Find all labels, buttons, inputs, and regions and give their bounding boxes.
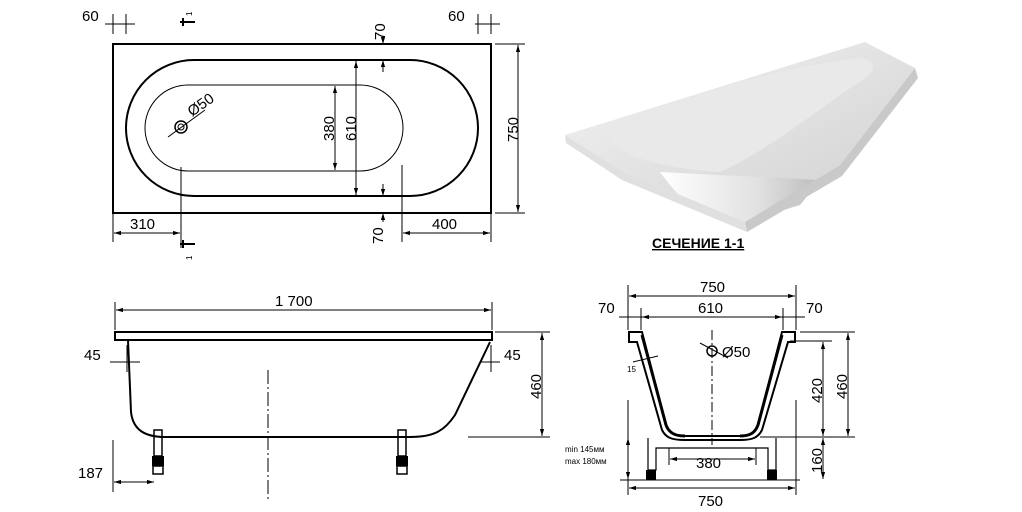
top-view: Ø50 60 60 1 1 70 70 380 610 750 310 400 bbox=[82, 8, 525, 260]
side-view: 1 700 45 45 460 187 bbox=[78, 293, 550, 500]
bathtub-photo bbox=[565, 42, 918, 232]
dim-bottom-70: 70 bbox=[370, 227, 387, 244]
drain-icon-section bbox=[699, 342, 729, 359]
drain-label: Ø50 bbox=[185, 90, 218, 120]
dim-380: 380 bbox=[321, 116, 338, 141]
dim-460-section: 460 bbox=[834, 374, 851, 399]
drain-icon bbox=[167, 109, 206, 138]
dim-610-section: 610 bbox=[698, 300, 723, 317]
dim-160: 160 bbox=[809, 448, 826, 473]
dim-top-70: 70 bbox=[372, 23, 389, 40]
section-title: СЕЧЕНИЕ 1-1 bbox=[652, 235, 744, 251]
dim-310: 310 bbox=[130, 216, 155, 233]
dim-top-750: 750 bbox=[700, 279, 725, 296]
leg-height-max: max 180мм bbox=[565, 457, 607, 466]
leg-height-min: min 145мм bbox=[565, 445, 604, 454]
dim-right-45: 45 bbox=[504, 347, 521, 364]
dim-187: 187 bbox=[78, 465, 103, 482]
dim-bottom-750: 750 bbox=[698, 493, 723, 510]
tub-outer-bowl bbox=[125, 59, 479, 197]
section-mark-top: 1 bbox=[185, 11, 194, 16]
wall-thickness: 15 bbox=[627, 365, 636, 374]
dim-750: 750 bbox=[505, 117, 522, 142]
dim-400: 400 bbox=[432, 216, 457, 233]
dim-left-70: 70 bbox=[598, 300, 615, 317]
section-view: 750 610 70 70 Ø50 15 380 750 min 145мм m… bbox=[565, 279, 855, 510]
leg-right bbox=[396, 429, 408, 475]
dim-610: 610 bbox=[343, 116, 360, 141]
drain-label-section: Ø50 bbox=[722, 344, 750, 361]
dim-right-70: 70 bbox=[806, 300, 823, 317]
section-mark-bottom: 1 bbox=[185, 255, 194, 260]
tub-outline bbox=[112, 43, 492, 214]
dim-left-60: 60 bbox=[82, 8, 99, 25]
dim-length: 1 700 bbox=[275, 293, 313, 310]
dim-380-section: 380 bbox=[696, 455, 721, 472]
dim-420: 420 bbox=[809, 378, 826, 403]
tub-inner-bottom bbox=[144, 84, 404, 172]
dim-right-60: 60 bbox=[448, 8, 465, 25]
leg-left bbox=[152, 429, 164, 475]
dim-left-45: 45 bbox=[84, 347, 101, 364]
dim-height: 460 bbox=[528, 374, 545, 399]
